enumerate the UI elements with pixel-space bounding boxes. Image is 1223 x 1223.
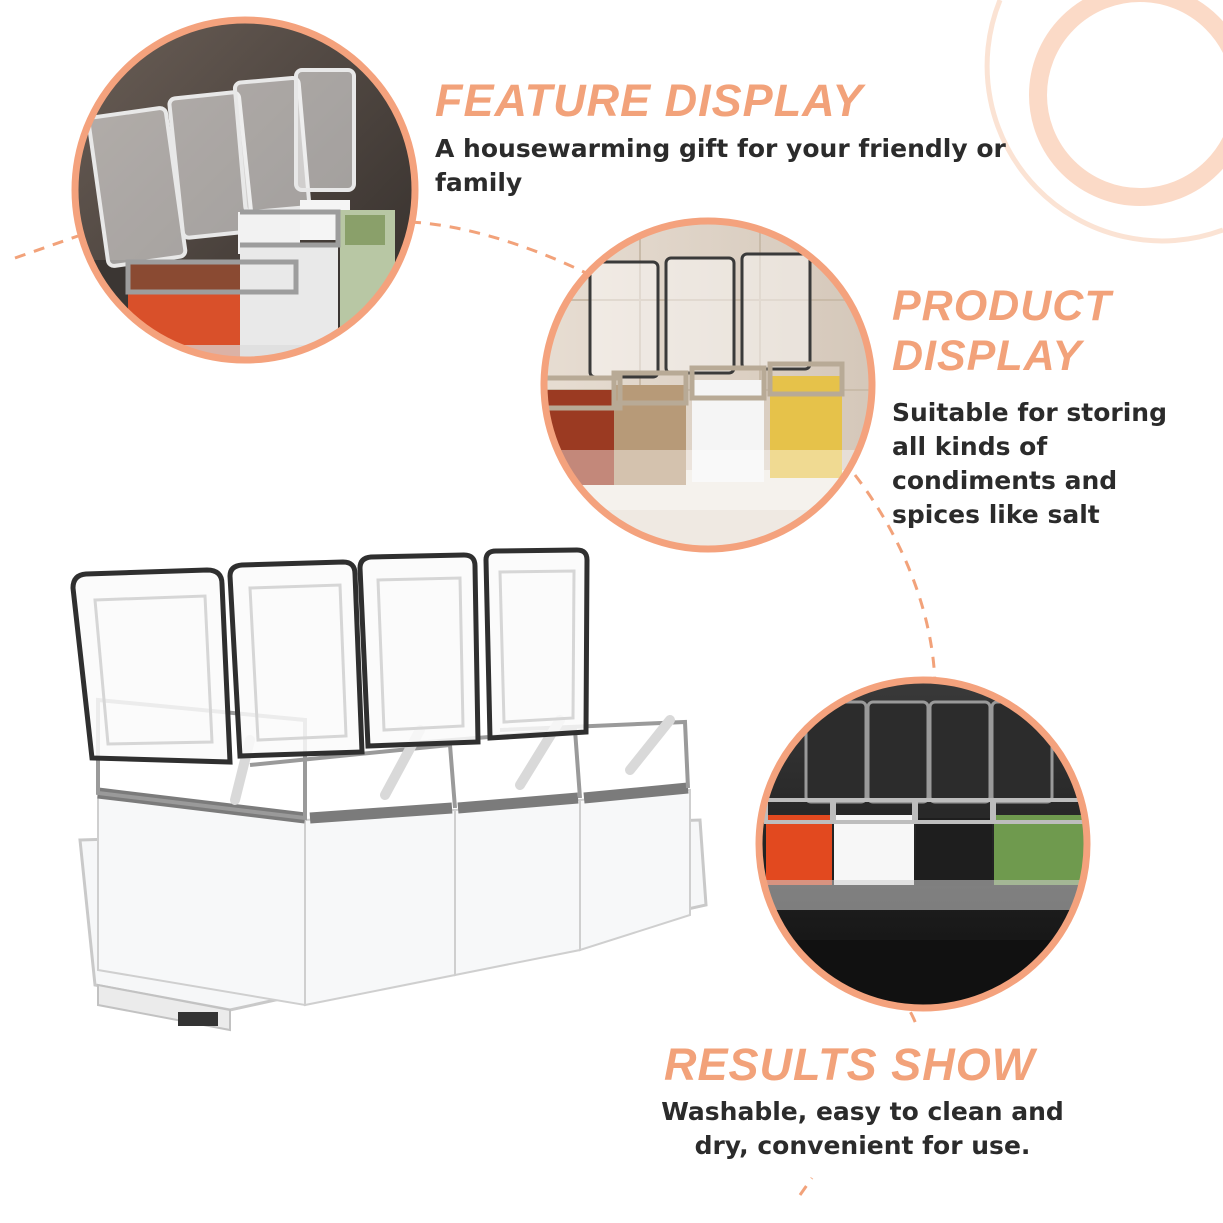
product-text-line: all kinds of [892, 432, 1048, 461]
feature-text-line: A housewarming gift for your friendly or [435, 134, 1006, 163]
main-product-image [70, 547, 708, 1032]
feature-photo [71, 16, 419, 364]
results-text-line: dry, convenient for use. [694, 1131, 1031, 1160]
results-show-text: Washable, easy to clean and dry, conveni… [650, 1095, 1075, 1163]
results-show-heading: RESULTS SHOW [664, 1039, 1036, 1090]
product-text-line: condiments and [892, 466, 1118, 495]
feature-text-line: family [435, 168, 523, 197]
feature-display-text: A housewarming gift for your friendly or… [435, 132, 1006, 200]
results-photo [755, 676, 1091, 1012]
feature-display-heading: FEATURE DISPLAY [435, 75, 864, 126]
product-photo [540, 217, 876, 553]
decorative-arcs [984, 0, 1223, 244]
product-heading-line: DISPLAY [892, 331, 1083, 380]
results-text-line: Washable, easy to clean and [661, 1097, 1064, 1126]
product-text-line: spices like salt [892, 500, 1100, 529]
product-text-line: Suitable for storing [892, 398, 1167, 427]
product-display-text: Suitable for storing all kinds of condim… [892, 396, 1167, 532]
product-heading-line: PRODUCT [892, 282, 1112, 330]
product-display-heading: PRODUCT DISPLAY [892, 282, 1112, 382]
